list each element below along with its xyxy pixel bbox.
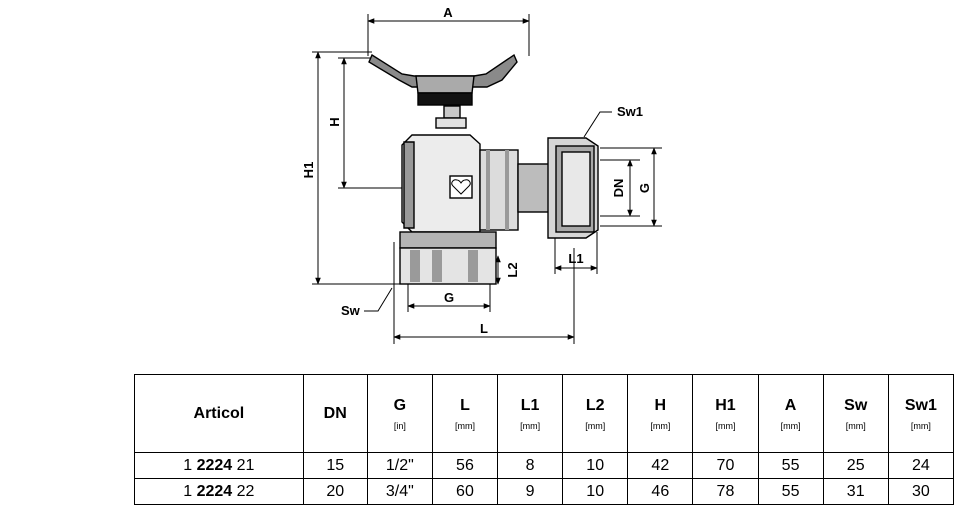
label-l1: L1 bbox=[568, 251, 583, 266]
table-header-row: Articol DN G [in] L [mm] L1 [mm] L2 [mm] H [m… bbox=[134, 374, 955, 453]
table-cell: 55 bbox=[757, 452, 824, 479]
table-cell: 10 bbox=[562, 478, 629, 505]
header-unit: [mm] bbox=[520, 420, 541, 431]
table-cell: 25 bbox=[822, 452, 889, 479]
article-code-prefix: 1 bbox=[183, 482, 193, 500]
header-article-label: Articol bbox=[193, 404, 245, 422]
label-sw1: Sw1 bbox=[617, 104, 643, 119]
table-row: 1 2224 22 20 3/4" 60 9 10 46 78 55 31 30 bbox=[134, 478, 955, 505]
header-cell: DN bbox=[302, 374, 368, 453]
valve-drawing-svg: A H H1 Sw Sw1 G L L1 L2 DN G bbox=[301, 5, 662, 344]
label-h1: H1 bbox=[301, 162, 316, 179]
header-cell: L [mm] bbox=[431, 374, 499, 453]
header-cell: H1 [mm] bbox=[692, 374, 759, 453]
header-name: DN bbox=[323, 404, 347, 422]
article-code-main: 2224 bbox=[196, 482, 233, 500]
article-code-main: 2224 bbox=[196, 456, 233, 474]
article-code: 1 2224 22 bbox=[134, 478, 304, 505]
header-name: H bbox=[654, 396, 667, 414]
header-cell: L1 [mm] bbox=[497, 374, 564, 453]
header-name: G bbox=[393, 396, 407, 414]
table-row: 1 2224 21 15 1/2" 56 8 10 42 70 55 25 24 bbox=[134, 452, 955, 479]
header-name: H1 bbox=[715, 396, 736, 414]
label-sw: Sw bbox=[341, 303, 361, 318]
label-h: H bbox=[327, 117, 342, 126]
table-cell: 8 bbox=[497, 452, 564, 479]
table-cell: 70 bbox=[692, 452, 759, 479]
header-unit: [mm] bbox=[454, 420, 475, 431]
table-cell: 24 bbox=[887, 452, 955, 479]
dimension-labels: A H H1 Sw Sw1 G L L1 L2 DN G bbox=[301, 5, 652, 336]
header-cell: Sw [mm] bbox=[822, 374, 889, 453]
header-cell: Sw1 [mm] bbox=[887, 374, 955, 453]
valve-body bbox=[368, 53, 599, 285]
header-name: L1 bbox=[520, 396, 540, 414]
table-cell: 78 bbox=[692, 478, 759, 505]
sw1-leader bbox=[583, 111, 612, 138]
header-name: L bbox=[460, 396, 470, 414]
table-cell: 15 bbox=[302, 452, 368, 479]
table-cell: 10 bbox=[562, 452, 629, 479]
header-unit: [mm] bbox=[650, 420, 671, 431]
table-cell: 9 bbox=[497, 478, 564, 505]
header-unit: [mm] bbox=[845, 420, 866, 431]
header-cell: H [mm] bbox=[627, 374, 694, 453]
table-cell: 20 bbox=[302, 478, 368, 505]
table-cell: 60 bbox=[431, 478, 499, 505]
header-unit: [mm] bbox=[585, 420, 606, 431]
header-unit: [mm] bbox=[715, 420, 736, 431]
header-name: Sw bbox=[844, 396, 868, 414]
table-cell: 42 bbox=[627, 452, 694, 479]
sw-leader bbox=[364, 287, 393, 312]
article-code-suffix: 22 bbox=[236, 482, 255, 500]
header-name: L2 bbox=[585, 396, 605, 414]
header-cell: L2 [mm] bbox=[562, 374, 629, 453]
header-unit: [mm] bbox=[780, 420, 801, 431]
technical-drawing: A H H1 Sw Sw1 G L L1 L2 DN G bbox=[301, 5, 662, 344]
header-name: A bbox=[784, 396, 797, 414]
article-code-prefix: 1 bbox=[183, 456, 193, 474]
table-cell: 1/2" bbox=[366, 452, 433, 479]
header-article: Articol bbox=[134, 374, 304, 453]
table-cell: 46 bbox=[627, 478, 694, 505]
header-unit: [mm] bbox=[910, 420, 931, 431]
label-l2: L2 bbox=[505, 262, 520, 277]
table-cell: 30 bbox=[887, 478, 955, 505]
spec-table: Articol DN G [in] L [mm] L1 [mm] L2 [mm] H [m… bbox=[134, 374, 955, 505]
article-code-suffix: 21 bbox=[236, 456, 255, 474]
label-l: L bbox=[480, 321, 488, 336]
table-cell: 3/4" bbox=[366, 478, 433, 505]
label-g-right: G bbox=[637, 183, 652, 193]
label-dn: DN bbox=[611, 179, 626, 198]
header-cell: G [in] bbox=[366, 374, 433, 453]
header-unit: [in] bbox=[393, 420, 406, 431]
header-name: Sw1 bbox=[904, 396, 937, 414]
label-g: G bbox=[444, 290, 454, 305]
table-cell: 55 bbox=[757, 478, 824, 505]
butterfly-handle bbox=[368, 53, 518, 88]
table-cell: 56 bbox=[431, 452, 499, 479]
table-cell: 31 bbox=[822, 478, 889, 505]
header-cell: A [mm] bbox=[757, 374, 824, 453]
label-a: A bbox=[443, 5, 453, 20]
dimension-lines bbox=[312, 14, 662, 344]
article-code: 1 2224 21 bbox=[134, 452, 304, 479]
